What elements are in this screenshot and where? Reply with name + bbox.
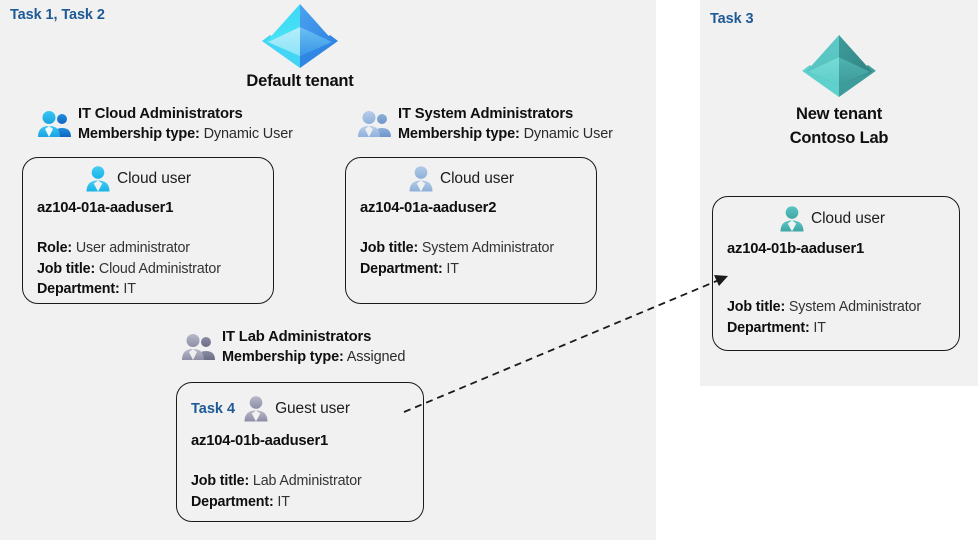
property-value: IT (123, 281, 136, 298)
property-value: System Administrator (421, 240, 554, 256)
membership-type-value: Dynamic User (203, 126, 293, 143)
user-name: az104-01a-aaduser1 (37, 200, 174, 216)
user-properties: Job title: Lab Administrator Department:… (191, 471, 362, 512)
group-name: IT Cloud Administrators (78, 106, 243, 122)
membership-type-label: Membership type: (222, 349, 344, 366)
property-label: Role: (37, 240, 72, 256)
user-card-az104-01a-aaduser1[interactable]: Cloud user az104-01a-aaduser1 Role: User… (22, 157, 274, 304)
cloud-user-icon (779, 205, 805, 232)
task-label-3: Task 3 (710, 11, 754, 27)
property-label: Job title: (727, 299, 786, 315)
property-label: Department: (191, 493, 274, 510)
property-label: Department: (360, 260, 443, 277)
property-value: System Administrator (788, 299, 921, 315)
property-label: Department: (37, 281, 120, 298)
group-membership: Membership type: Dynamic User (78, 124, 293, 145)
property-row: Job title: Lab Administrator (191, 471, 362, 492)
group-users-icon (358, 110, 392, 138)
property-row: Department: IT (191, 492, 362, 513)
property-row: Job title: System Administrator (727, 297, 921, 318)
group-name: IT Lab Administrators (222, 329, 372, 345)
property-value: IT (277, 493, 290, 510)
card-topline: Cloud user (85, 165, 191, 192)
group-header-it-system-administrators: IT System Administrators Membership type… (358, 105, 613, 145)
cloud-user-icon (85, 165, 111, 192)
cloud-user-icon (408, 165, 434, 192)
new-tenant-block: New tenant Contoso Lab (755, 33, 923, 151)
group-users-icon (38, 110, 72, 138)
user-type-label: Cloud user (811, 209, 885, 227)
guest-user-icon (243, 395, 269, 422)
membership-type-label: Membership type: (78, 126, 200, 143)
membership-type-value: Dynamic User (523, 126, 613, 143)
user-name: az104-01b-aaduser1 (191, 433, 329, 449)
new-tenant-title-line2: Contoso Lab (789, 128, 889, 147)
property-value: IT (813, 319, 826, 336)
property-row: Department: IT (360, 259, 554, 280)
property-row: Department: IT (37, 279, 221, 300)
azure-ad-tenant-icon (260, 2, 340, 68)
group-users-icon (182, 333, 216, 361)
user-properties: Job title: System Administrator Departme… (727, 297, 921, 338)
task-label-4: Task 4 (191, 400, 236, 417)
membership-type-label: Membership type: (398, 126, 520, 143)
group-header-text: IT Cloud Administrators Membership type:… (78, 105, 293, 145)
group-header-it-cloud-administrators: IT Cloud Administrators Membership type:… (38, 105, 293, 145)
property-row: Job title: System Administrator (360, 238, 554, 259)
user-properties: Job title: System Administrator Departme… (360, 238, 554, 279)
user-type-label: Cloud user (440, 169, 514, 187)
property-value: Lab Administrator (252, 473, 362, 489)
task-label-1-2: Task 1, Task 2 (10, 7, 105, 23)
card-topline: Task 4 Guest user (191, 395, 350, 422)
group-header-text: IT System Administrators Membership type… (398, 105, 613, 145)
default-tenant-title: Default tenant (246, 72, 354, 90)
user-card-guest-az104-01b-aaduser1[interactable]: Task 4 Guest user az104-01b-aaduser1 (176, 382, 424, 522)
property-label: Job title: (360, 240, 419, 256)
property-row: Role: User administrator (37, 238, 221, 259)
group-header-text: IT Lab Administrators Membership type: A… (222, 328, 405, 368)
user-type-label: Cloud user (117, 169, 191, 187)
user-name: az104-01a-aaduser2 (360, 200, 497, 216)
property-value: IT (446, 260, 459, 277)
user-card-az104-01a-aaduser2[interactable]: Cloud user az104-01a-aaduser2 Job title:… (345, 157, 597, 304)
group-header-it-lab-administrators: IT Lab Administrators Membership type: A… (182, 328, 405, 368)
user-card-cloud-az104-01b-aaduser1[interactable]: Cloud user az104-01b-aaduser1 Job title:… (712, 196, 960, 351)
group-membership: Membership type: Dynamic User (398, 124, 613, 145)
property-value: User administrator (75, 240, 190, 256)
user-type-label: Guest user (275, 399, 350, 417)
user-name: az104-01b-aaduser1 (727, 241, 865, 257)
property-label: Department: (727, 319, 810, 336)
default-tenant-block: Default tenant (220, 2, 380, 91)
property-label: Job title: (191, 473, 250, 489)
property-row: Department: IT (727, 318, 921, 339)
group-membership: Membership type: Assigned (222, 347, 405, 368)
membership-type-value: Assigned (346, 349, 406, 366)
default-tenant-panel (0, 0, 656, 540)
new-tenant-title-block: New tenant Contoso Lab (755, 103, 923, 151)
user-properties: Role: User administrator Job title: Clou… (37, 238, 221, 300)
property-value: Cloud Administrator (98, 260, 221, 277)
azure-ad-tenant-icon (800, 33, 878, 97)
property-label: Job title: (37, 260, 96, 277)
card-topline: Cloud user (408, 165, 514, 192)
new-tenant-title-line1: New tenant (795, 105, 882, 123)
group-name: IT System Administrators (398, 106, 574, 122)
card-topline: Cloud user (779, 205, 885, 232)
property-row: Job title: Cloud Administrator (37, 259, 221, 280)
